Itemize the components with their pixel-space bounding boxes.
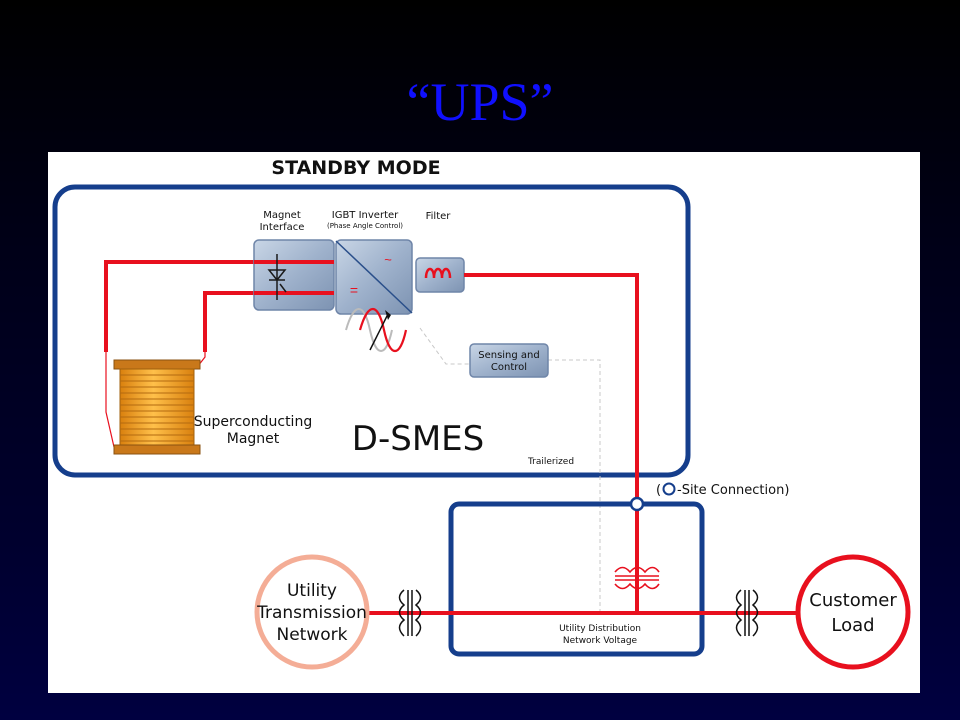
customer-load-label-1: Customer <box>809 590 897 611</box>
slide-title: “UPS” <box>406 72 554 132</box>
utility-distribution-label-1: Utility Distribution <box>559 624 641 634</box>
superconducting-label-1: Superconducting <box>194 414 312 430</box>
utility-transmission-label-2: Transmission <box>256 603 367 623</box>
site-connection-open-paren: ( <box>656 483 661 498</box>
d-smes-enclosure <box>52 184 691 478</box>
inverter-diagonal <box>335 240 413 314</box>
sensing-label-2: Control <box>491 362 527 373</box>
sensing-label-1: Sensing and <box>478 350 540 361</box>
magnet-interface-label-1: Magnet <box>263 210 301 221</box>
site-connection-point-icon <box>629 496 645 512</box>
magnet-interface-box <box>253 239 335 311</box>
utility-transmission-label-1: Utility <box>287 581 337 601</box>
site-connection-label: -Site Connection) <box>677 483 789 498</box>
igbt-inverter-sublabel: (Phase Angle Control) <box>327 222 403 230</box>
standby-mode-title: STANDBY MODE <box>271 157 440 179</box>
filter-box <box>415 257 465 293</box>
igbt-inverter-label: IGBT Inverter <box>332 210 399 221</box>
control-link-sensing <box>548 359 601 616</box>
utility-transmission-label-3: Network <box>277 625 348 645</box>
transmission-transformer-icon <box>398 589 422 637</box>
ac-symbol: ~ <box>384 252 392 267</box>
feeder-transformer-icon <box>614 566 660 590</box>
magnet-upper-lead <box>104 260 313 352</box>
thyristor-icon <box>267 254 287 300</box>
dc-symbol: = <box>350 282 358 298</box>
control-link-inverter <box>419 327 470 365</box>
utility-distribution-label-2: Network Voltage <box>563 636 638 646</box>
superconducting-magnet-icon <box>113 359 201 455</box>
filter-label: Filter <box>426 211 452 222</box>
filter-output-line <box>464 273 639 504</box>
customer-load-circle <box>795 554 911 670</box>
filter-inductor-icon <box>424 267 452 279</box>
d-smes-label: D-SMES <box>352 419 484 459</box>
sensing-control-box <box>469 343 549 378</box>
trailerized-label: Trailerized <box>527 457 574 467</box>
load-transformer-icon <box>735 589 759 637</box>
customer-load-label-2: Load <box>831 615 874 636</box>
utility-transmission-circle <box>254 554 370 670</box>
phase-angle-waves-icon <box>345 308 408 352</box>
magnet-interface-label-2: Interface <box>260 222 305 233</box>
superconducting-label-2: Magnet <box>227 431 280 447</box>
d-smes-diagram: STANDBY MODE Magnet Interface ~ = IGBT I… <box>48 152 920 693</box>
site-connection-legend-icon <box>662 482 676 496</box>
utility-distribution-enclosure <box>448 501 705 657</box>
